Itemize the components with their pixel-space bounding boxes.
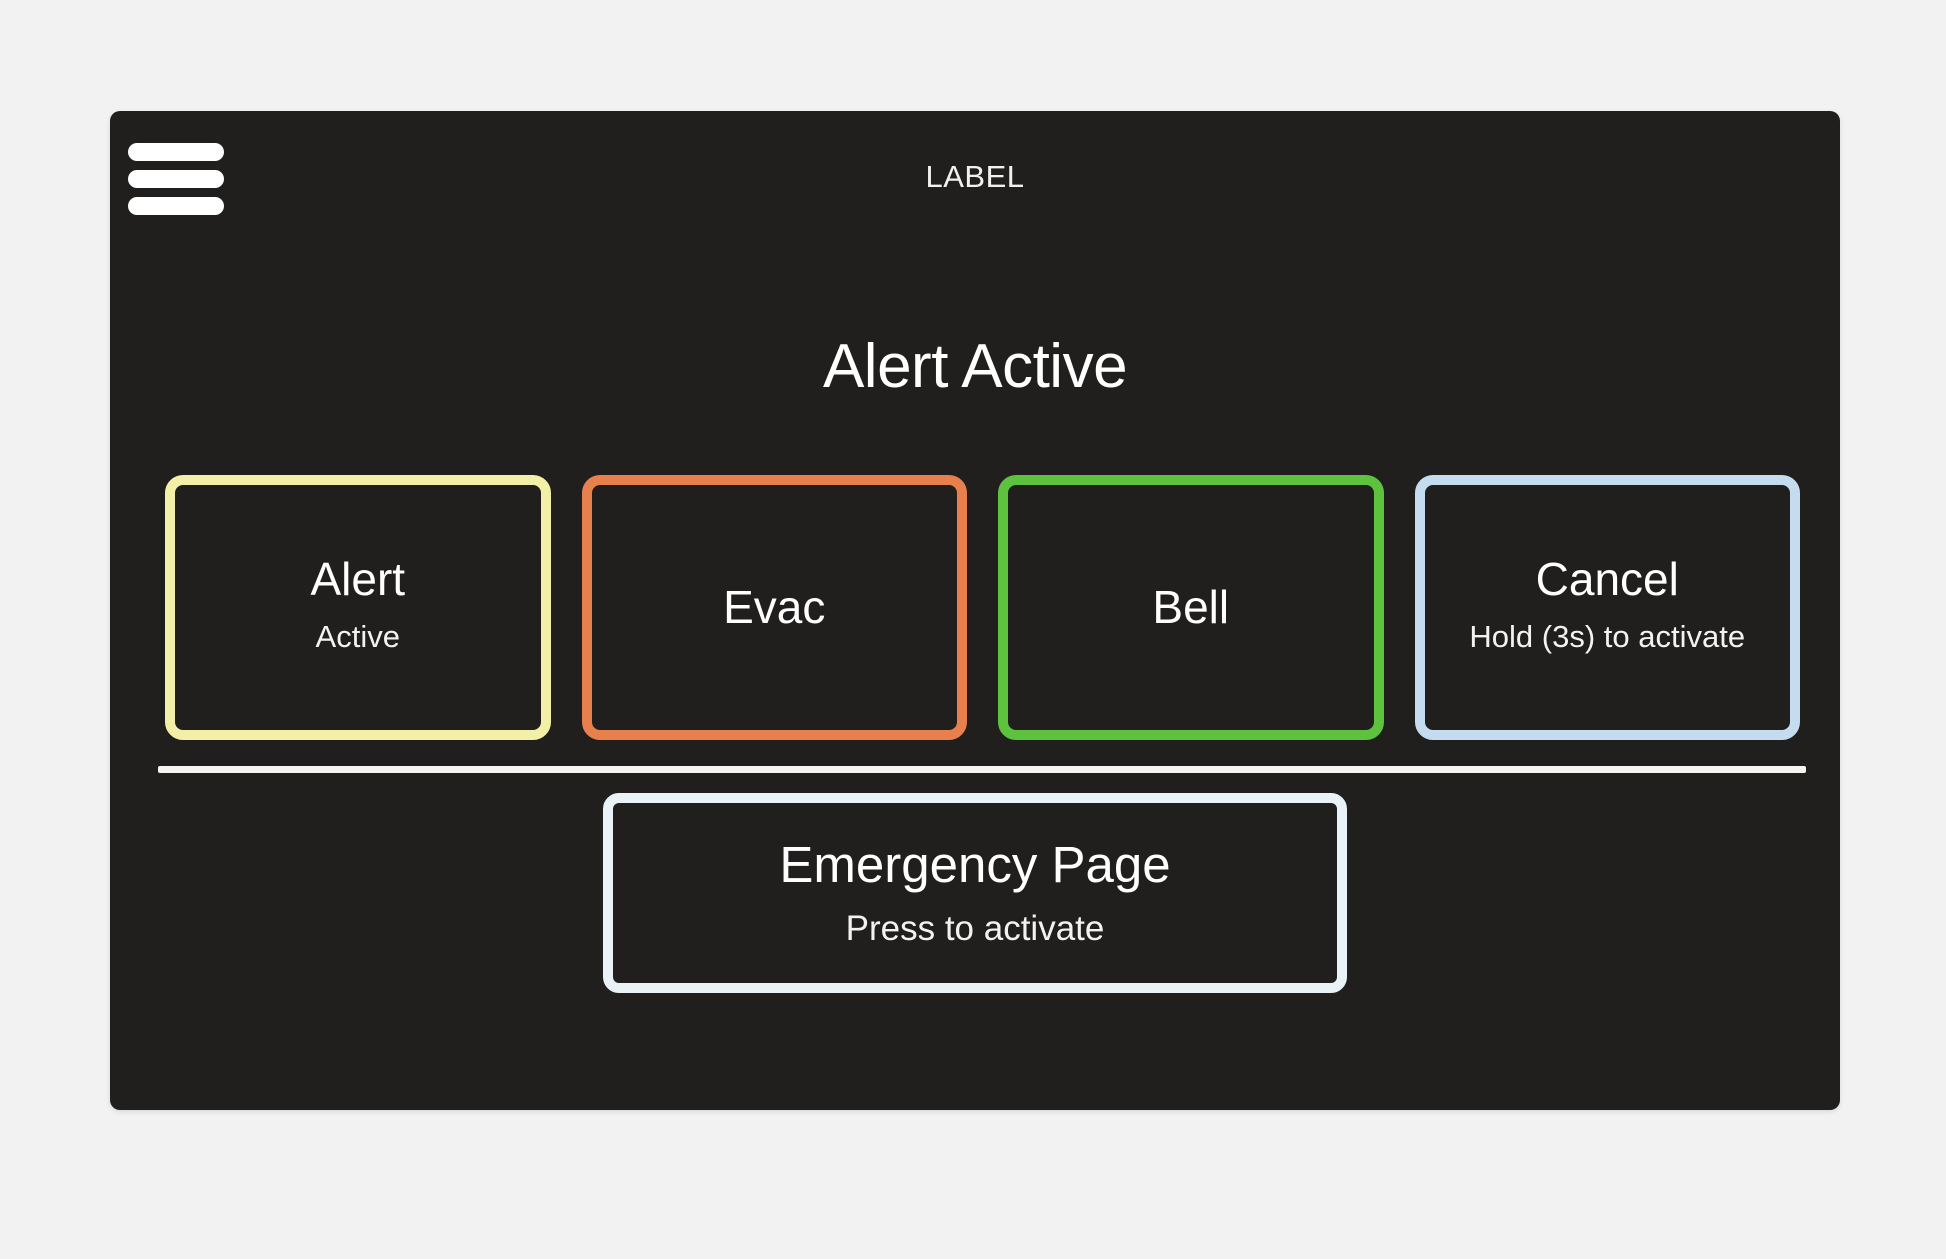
emergency-page-button-title: Emergency Page [779,835,1171,893]
hamburger-menu-icon[interactable] [128,143,224,215]
section-divider [158,766,1806,773]
alert-button[interactable]: Alert Active [165,475,551,740]
cancel-button-subtitle: Hold (3s) to activate [1469,619,1746,655]
control-panel: LABEL Alert Active Alert Active Evac Bel… [110,111,1840,1110]
action-button-row: Alert Active Evac Bell Cancel Hold (3s) … [165,475,1800,740]
evac-button[interactable]: Evac [581,475,967,740]
panel-label: LABEL [925,159,1025,194]
hamburger-bar-3 [128,197,224,215]
alert-button-subtitle: Active [315,619,400,655]
emergency-page-button[interactable]: Emergency Page Press to activate [603,793,1347,993]
footer-row: Emergency Page Press to activate [110,793,1840,993]
hamburger-bar-1 [128,143,224,161]
bell-button[interactable]: Bell [998,475,1384,740]
cancel-button-title: Cancel [1535,553,1679,606]
evac-button-title: Evac [723,580,826,633]
top-bar: LABEL [110,111,1840,221]
emergency-page-button-subtitle: Press to activate [845,909,1105,949]
status-heading: Alert Active [822,332,1128,401]
alert-button-title: Alert [310,553,406,606]
bell-button-title: Bell [1152,580,1230,633]
hamburger-bar-2 [128,170,224,188]
cancel-button[interactable]: Cancel Hold (3s) to activate [1414,475,1800,740]
